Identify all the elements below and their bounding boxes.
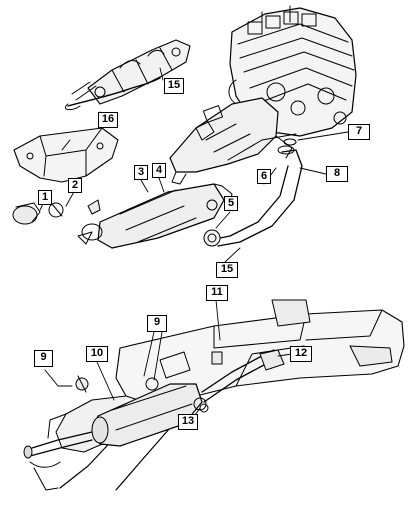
callout-7: 7: [348, 124, 370, 140]
callout-11: 11: [206, 285, 228, 301]
callout-4: 4: [152, 163, 166, 178]
particulate-filter-drawing: [77, 183, 233, 249]
clamp-parts-drawing: [12, 199, 101, 225]
callout-15-upper: 15: [164, 78, 184, 94]
transmission-drawing: [169, 97, 293, 185]
callout-12: 12: [290, 346, 312, 362]
callout-16: 16: [98, 112, 118, 128]
callout-2: 2: [68, 178, 82, 193]
callout-10: 10: [86, 346, 108, 362]
callout-9-lower: 9: [34, 350, 53, 367]
callout-15-lower: 15: [216, 262, 238, 278]
catalyst-heat-shield-drawing: [64, 39, 191, 111]
support-bracket-drawing: [13, 127, 119, 183]
hangers-drawing: [75, 349, 285, 413]
callout-1: 1: [38, 190, 52, 205]
callout-5: 5: [224, 196, 238, 211]
front-pipe-drawing: [203, 133, 303, 247]
callout-13: 13: [178, 414, 198, 430]
callout-3: 3: [134, 165, 148, 180]
chassis-frame-drawing: [47, 299, 405, 491]
callout-6: 6: [257, 169, 271, 184]
callout-8: 8: [326, 166, 348, 182]
callout-9-upper: 9: [147, 315, 167, 332]
